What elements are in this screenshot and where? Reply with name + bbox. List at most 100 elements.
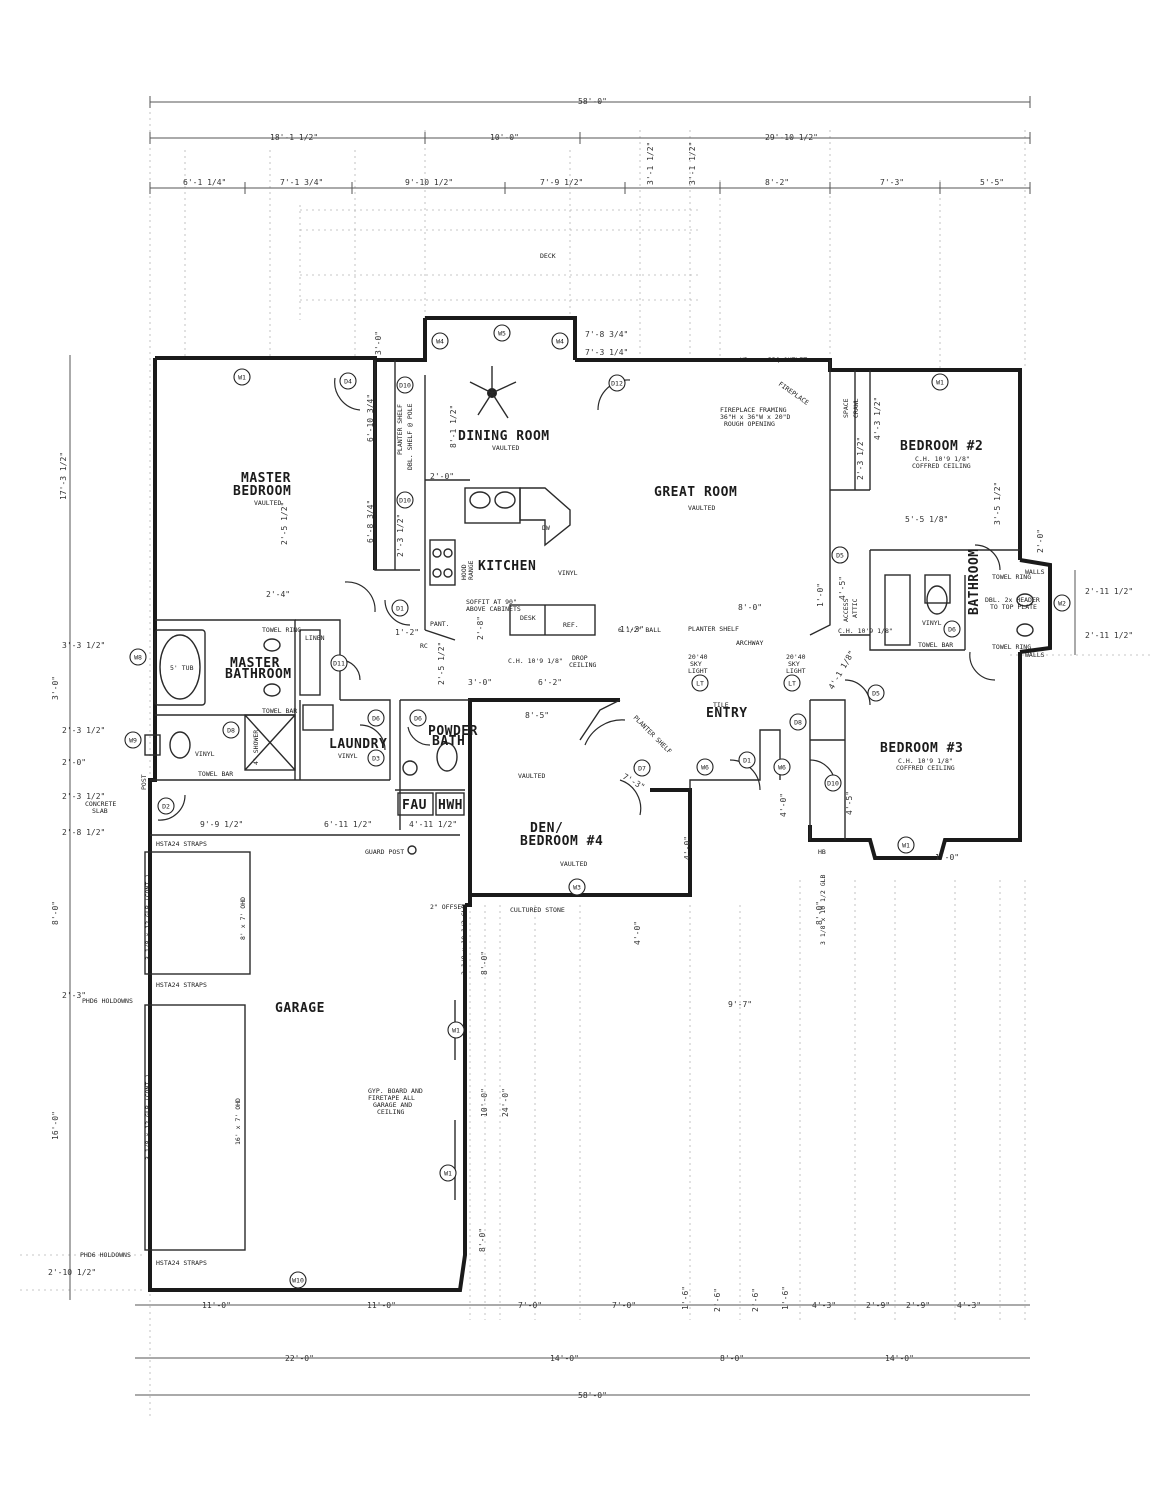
- tag-d6: D6: [943, 620, 961, 638]
- skylight-2c: LIGHT: [786, 667, 806, 675]
- dim-b1-10: 2'-9": [866, 1301, 890, 1310]
- kitchen-ceiling-height: C.H. 10'9 1/8": [508, 657, 563, 665]
- dining-room-label: DINING ROOM: [458, 429, 550, 444]
- towel-ring-1: TOWEL RING: [262, 626, 301, 634]
- idim-29: 4'-0": [633, 921, 642, 945]
- glb-note-4: 3 1/8 x 10 1/2 GLB: [819, 874, 827, 945]
- dim-left-9: 2'-3": [62, 991, 86, 1000]
- hood-note: HOOD: [460, 564, 468, 580]
- idim-30: 4'-5": [845, 791, 854, 815]
- gyp-board-2: FIRETAPE ALL: [368, 1094, 415, 1102]
- idim-26: 4'-3 1/2": [873, 397, 882, 440]
- idim-24: 2'-0": [1036, 529, 1045, 553]
- skylight-1a: 20'40: [688, 653, 708, 661]
- dbl-header-1: DBL. 2x HEADER: [985, 596, 1040, 604]
- tag-d3: D3: [367, 749, 385, 767]
- towel-ring-3: TOWEL RING: [992, 643, 1031, 651]
- tag-label: D10: [399, 382, 411, 390]
- idim-19: 8'-0": [738, 603, 762, 612]
- tag-lt: LT: [783, 674, 801, 692]
- idim-6: 2'-3 1/2": [396, 514, 405, 557]
- tag-w1: W1: [931, 373, 949, 391]
- gyp-board-3: GARAGE AND: [373, 1101, 412, 1109]
- dim-b1-8: 1'-6": [781, 1286, 790, 1310]
- right-dimensions: 2'-11 1/2" 2'-11 1/2": [1074, 570, 1133, 655]
- drop-ceiling-2: CEILING: [569, 661, 596, 669]
- tag-label: D4: [344, 378, 352, 386]
- shower-note: 4' SHOWER: [252, 730, 260, 765]
- tag-w1: W1: [439, 1164, 457, 1182]
- dim-b1-9: 4'-3": [812, 1301, 836, 1310]
- idim-22: 5'-5 1/8": [905, 515, 948, 524]
- tag-d7: D7: [633, 759, 651, 777]
- dim-left-4: 2'-3 1/2": [62, 726, 105, 735]
- idim-15: 8'-5": [525, 711, 549, 720]
- dim-left-2: 3'-3 1/2": [62, 641, 105, 650]
- desk-note: DESK: [520, 614, 536, 622]
- hose-bib-note-1: HB: [740, 356, 748, 364]
- tag-d8: D8: [222, 721, 240, 739]
- entry-label: ENTRY: [706, 706, 748, 721]
- hsta24-straps-2: HSTA24 STRAPS: [156, 981, 207, 989]
- powder-label-2: BATH: [432, 734, 465, 749]
- tag-label: W2: [1058, 600, 1066, 608]
- tag-label: D1: [396, 605, 404, 613]
- tag-d6: D6: [367, 709, 385, 727]
- gyp-board-1: GYP. BOARD AND: [368, 1087, 423, 1095]
- idim-37: 10'-0": [480, 1088, 489, 1117]
- pantry-note: PANT.: [430, 620, 450, 628]
- tag-label: W1: [444, 1170, 452, 1178]
- phd6-holdowns-1: PHD6 HOLDOWNS: [82, 997, 133, 1005]
- dim-left-6: 2'-3 1/2": [62, 792, 105, 801]
- dim-top-b: 10'-0": [490, 133, 519, 142]
- construction-grid: [20, 100, 1150, 1420]
- dim-left-1: 17'-3 1/2": [59, 452, 68, 500]
- idim-27: 4'-1 1/8": [827, 649, 856, 691]
- notes: HB BBQ OUTLET FIREPLACE FIREPLACE FRAMIN…: [80, 356, 1045, 1267]
- idim-11: 1'-2": [395, 628, 419, 637]
- tag-d5: D5: [867, 684, 885, 702]
- dim-top-c: 29'-10 1/2": [765, 133, 818, 142]
- idim-7: 2'-5 1/2": [280, 502, 289, 545]
- dim-left-8: 8'-0": [51, 901, 60, 925]
- dim-b2-4: 14'-0": [885, 1354, 914, 1363]
- dim-row3-5: 8'-2": [765, 178, 789, 187]
- master-bath-label-2: BATHROOM: [225, 667, 292, 682]
- top-dimensions: 58'-0" 18'-1 1/2" 10'-0" 29'-10 1/2" 3'-…: [149, 96, 1031, 194]
- dim-left-11: 2'-10 1/2": [48, 1268, 96, 1277]
- tag-d10: D10: [824, 774, 842, 792]
- dim-b1-7: 2'-6": [751, 1288, 760, 1312]
- idim-4: 6'-10 3/4": [366, 394, 375, 442]
- walls-note-2: WALLS: [1025, 651, 1045, 659]
- tag-label: D8: [794, 719, 802, 727]
- skylight-2a: 20'40: [786, 653, 806, 661]
- hsta24-straps-3: HSTA24 STRAPS: [156, 1259, 207, 1267]
- idim-31: 1'-0": [935, 853, 959, 862]
- planter-shelf-note-1: PLANTER SHELF: [396, 404, 404, 455]
- dim-row3-1: 6'-1 1/4": [183, 178, 226, 187]
- tag-label: D6: [414, 715, 422, 723]
- dim-row3-3: 9'-10 1/2": [405, 178, 453, 187]
- tag-w1: W1: [447, 1021, 465, 1039]
- tag-label: W1: [452, 1027, 460, 1035]
- dim-left-10: 16'-0": [51, 1111, 60, 1140]
- idim-40: 9'-7": [728, 1000, 752, 1009]
- great-room-sub: VAULTED: [688, 504, 715, 512]
- tag-label: W4: [436, 338, 444, 346]
- dim-left-5: 2'-0": [62, 758, 86, 767]
- fireplace-framing-3: ROUGH OPENING: [724, 420, 775, 428]
- room-labels: DECK DINING ROOM VAULTED MASTER BEDROOM …: [225, 252, 983, 1016]
- tag-d10: D10: [396, 491, 414, 509]
- dim-bottom-overall: 58'-0": [578, 1391, 607, 1400]
- tag-label: D11: [333, 660, 345, 668]
- dim-b1-5: 1'-6": [681, 1286, 690, 1310]
- glb-note-3: 3 1/8 x 10 1/2 GLB: [460, 904, 468, 975]
- idim-20: 1'-0": [816, 583, 825, 607]
- dim-b1-11: 2'-9": [906, 1301, 930, 1310]
- tag-label: W4: [556, 338, 564, 346]
- towel-bar-3: TOWEL BAR: [918, 641, 953, 649]
- dim-b1-3: 7'-0": [518, 1301, 542, 1310]
- tag-label: LT: [696, 680, 704, 688]
- tag-d10: D10: [396, 376, 414, 394]
